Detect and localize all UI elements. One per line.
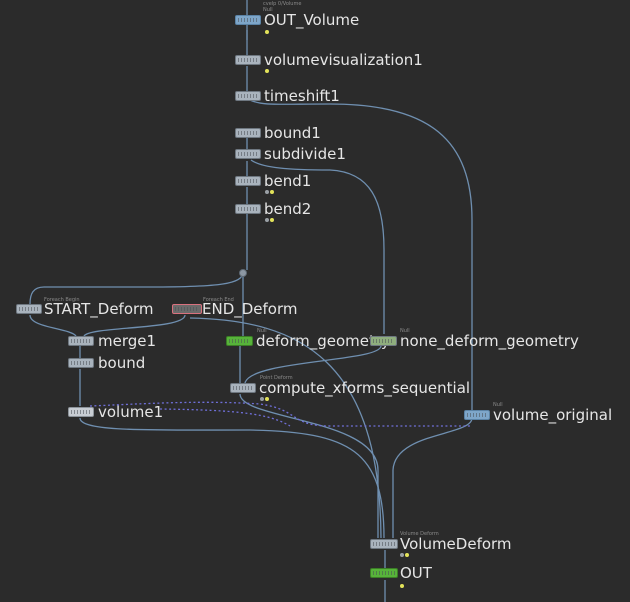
node-label: merge1 [98,332,157,350]
node-label: volume_original [493,406,613,424]
comment-volume-original: Null [493,402,503,408]
node-label: deform_geometry [256,332,390,350]
wire-none-deform-to-compute [244,345,382,384]
null-node-icon [235,15,261,25]
comment-compute-xforms: Point Deform [260,375,293,381]
output-icon [370,568,398,578]
flag-dot [265,190,269,194]
comment-out-volume-type: Null [263,7,273,13]
node-label: bend1 [264,172,312,190]
node-label: END_Deform [202,300,298,318]
bend-icon [235,176,261,186]
null-node-icon [464,410,490,420]
flag-dot [270,218,274,222]
wire-split-dot [239,269,247,277]
wire-start-deform-to-volumedeform [189,317,382,539]
volume-deform-icon [370,539,398,549]
comment-volumedeform: Volume Deform [400,531,439,537]
node-label: START_Deform [44,300,154,318]
wire-timeshift-to-volume-original [249,99,473,410]
wire-volume-original-to-volumedeform [392,417,473,538]
node-label: bound [98,354,146,372]
node-label: OUT [400,564,432,582]
flag-dot [270,190,274,194]
flag-dot [400,584,404,588]
flag-dot [265,397,269,401]
flag-dot [265,69,269,73]
flag-dot [260,397,264,401]
wire-end-deform-to-merge [83,314,186,337]
comment-deform-geometry: Null [257,328,267,334]
comment-start-deform: Foreach Begin [44,297,80,303]
volume-icon [68,407,94,417]
flag-dot [265,30,269,34]
bound-icon [68,358,94,368]
node-label: OUT_Volume [264,11,360,29]
node-label: none_deform_geometry [400,332,579,350]
comment-none-deform-geometry: Null [400,328,410,334]
foreach-begin-icon [16,304,42,314]
node-label: volumevisualization1 [264,51,423,69]
flag-dot [400,553,404,557]
volume-visualization-icon [235,55,261,65]
comment-out-volume: cvelp 0/Volume [263,1,302,7]
null-node-icon [370,336,397,346]
timeshift-icon [235,91,261,101]
wire-volume1-to-volumedeform [79,417,385,539]
node-label: timeshift1 [264,87,340,105]
bend-icon [235,204,261,214]
node-label: VolumeDeform [400,535,512,553]
comment-end-deform: Foreach End [203,297,234,303]
node-label: bound1 [264,124,321,142]
null-node-icon [226,336,253,346]
bound-icon [235,128,261,138]
flag-dot [405,553,409,557]
point-deform-icon [230,383,256,393]
foreach-end-icon [172,304,202,314]
wire-start-deform-to-merge [29,314,77,337]
wire-split-to-start-deform [29,271,244,305]
wire-subdivide-to-none-deform [250,159,385,334]
flag-dot [265,218,269,222]
wire-compute-to-volumedeform [239,393,379,538]
subdivide-icon [235,149,261,159]
node-label: subdivide1 [264,145,346,163]
node-label: volume1 [98,403,164,421]
node-label: bend2 [264,200,312,218]
dotted-ref-volume1 [89,401,470,427]
merge-icon [68,336,94,346]
node-label: compute_xforms_sequential [259,379,471,397]
